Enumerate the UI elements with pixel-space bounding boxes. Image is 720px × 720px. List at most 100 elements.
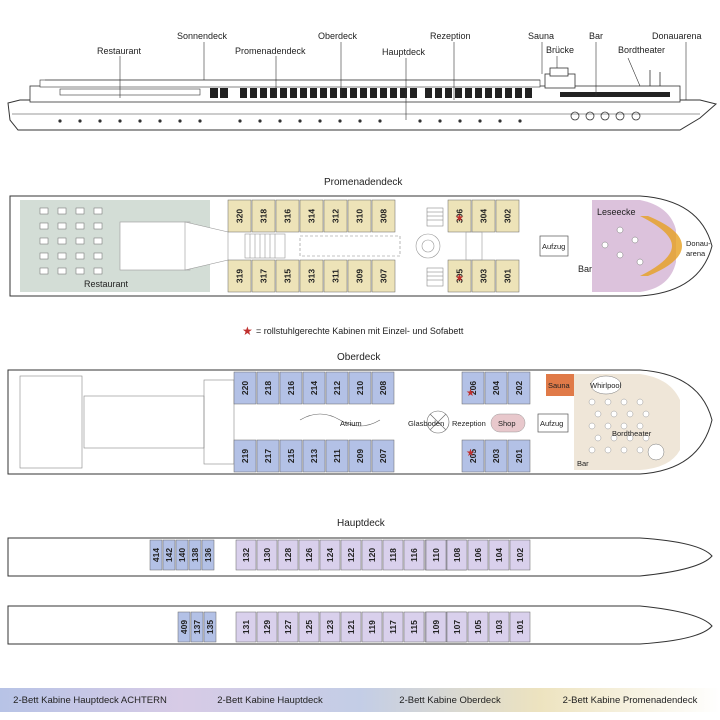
cabin-136[interactable] (201, 539, 215, 571)
cabin-204[interactable] (484, 371, 508, 405)
cabin-215[interactable] (279, 439, 303, 473)
cabin-104[interactable] (488, 539, 510, 571)
cabin-210[interactable] (348, 371, 372, 405)
restaurant-table (57, 222, 67, 230)
cabin-135[interactable] (203, 611, 217, 643)
cabin-125[interactable] (298, 611, 320, 643)
cabin-409[interactable] (177, 611, 191, 643)
oberdeck-title: Oberdeck (337, 352, 381, 363)
cabin-314[interactable] (299, 199, 324, 233)
cabin-number-302: 302 (503, 209, 513, 223)
cabin-218[interactable] (256, 371, 280, 405)
cabin-number-308: 308 (379, 209, 389, 223)
cabin-208[interactable] (371, 371, 395, 405)
restaurant-table (93, 252, 103, 260)
cabin-306[interactable] (447, 199, 472, 233)
cabin-217[interactable] (256, 439, 280, 473)
cabin-211[interactable] (325, 439, 349, 473)
cabin-number-216: 216 (286, 381, 296, 395)
lounge-table (631, 236, 639, 244)
cabin-number-208: 208 (378, 381, 388, 395)
cabin-126[interactable] (298, 539, 320, 571)
cabin-105[interactable] (467, 611, 489, 643)
cabin-106[interactable] (467, 539, 489, 571)
cabin-130[interactable] (256, 539, 278, 571)
cabin-120[interactable] (361, 539, 383, 571)
cabin-number-313: 313 (307, 269, 317, 283)
cabin-number-215: 215 (286, 449, 296, 463)
cabin-102[interactable] (509, 539, 531, 571)
cabin-207[interactable] (371, 439, 395, 473)
cabin-121[interactable] (340, 611, 362, 643)
cabin-319[interactable] (227, 259, 252, 293)
cabin-212[interactable] (325, 371, 349, 405)
cabin-309[interactable] (347, 259, 372, 293)
cabin-304[interactable] (471, 199, 496, 233)
cabin-138[interactable] (188, 539, 202, 571)
cabin-103[interactable] (488, 611, 510, 643)
cabin-202[interactable] (507, 371, 531, 405)
cabin-119[interactable] (361, 611, 383, 643)
cabin-129[interactable] (256, 611, 278, 643)
cabin-310[interactable] (347, 199, 372, 233)
cabin-115[interactable] (403, 611, 425, 643)
cabin-123[interactable] (319, 611, 341, 643)
cabin-128[interactable] (277, 539, 299, 571)
cabin-305[interactable] (447, 259, 472, 293)
cabin-307[interactable] (371, 259, 396, 293)
cabin-number-212: 212 (332, 381, 342, 395)
cabin-140[interactable] (175, 539, 189, 571)
cabin-313[interactable] (299, 259, 324, 293)
theater-table (636, 446, 644, 454)
cabin-122[interactable] (340, 539, 362, 571)
cabin-205[interactable] (461, 439, 485, 473)
wheelchair-star-icon: ★ (455, 273, 464, 284)
cabin-131[interactable] (235, 611, 257, 643)
cabin-137[interactable] (190, 611, 204, 643)
cabin-132[interactable] (235, 539, 257, 571)
cabin-302[interactable] (495, 199, 520, 233)
cabin-101[interactable] (509, 611, 531, 643)
cabin-118[interactable] (382, 539, 404, 571)
cabin-107[interactable] (446, 611, 468, 643)
cabin-308[interactable] (371, 199, 396, 233)
cabin-206[interactable] (461, 371, 485, 405)
cabin-414[interactable] (149, 539, 163, 571)
cabin-317[interactable] (251, 259, 276, 293)
cabin-316[interactable] (275, 199, 300, 233)
label-restaurant: Restaurant (97, 46, 142, 56)
cabin-201[interactable] (507, 439, 531, 473)
restaurant-table (75, 252, 85, 260)
restaurant-table (93, 237, 103, 245)
cabin-117[interactable] (382, 611, 404, 643)
cabin-203[interactable] (484, 439, 508, 473)
cabin-311[interactable] (323, 259, 348, 293)
cabin-142[interactable] (162, 539, 176, 571)
cabin-301[interactable] (495, 259, 520, 293)
cabin-216[interactable] (279, 371, 303, 405)
cabin-number-102: 102 (515, 548, 525, 562)
cabin-number-214: 214 (309, 381, 319, 395)
cabin-320[interactable] (227, 199, 252, 233)
cabin-127[interactable] (277, 611, 299, 643)
label-restaurant-promenade: Restaurant (84, 279, 129, 289)
cabin-220[interactable] (233, 371, 257, 405)
cabin-110[interactable] (425, 539, 447, 571)
cabin-214[interactable] (302, 371, 326, 405)
cabin-116[interactable] (403, 539, 425, 571)
cabin-219[interactable] (233, 439, 257, 473)
cabin-124[interactable] (319, 539, 341, 571)
cabin-303[interactable] (471, 259, 496, 293)
cabin-109[interactable] (425, 611, 447, 643)
cabin-312[interactable] (323, 199, 348, 233)
cabin-318[interactable] (251, 199, 276, 233)
cabin-number-121: 121 (346, 620, 356, 634)
label-donauarena-1: Donau- (686, 239, 711, 248)
theater-table (588, 398, 596, 406)
cabin-108[interactable] (446, 539, 468, 571)
legend-item: 2-Bett Kabine Promenadendeck (540, 688, 720, 712)
cabin-315[interactable] (275, 259, 300, 293)
cabin-number-130: 130 (262, 548, 272, 562)
cabin-213[interactable] (302, 439, 326, 473)
cabin-209[interactable] (348, 439, 372, 473)
